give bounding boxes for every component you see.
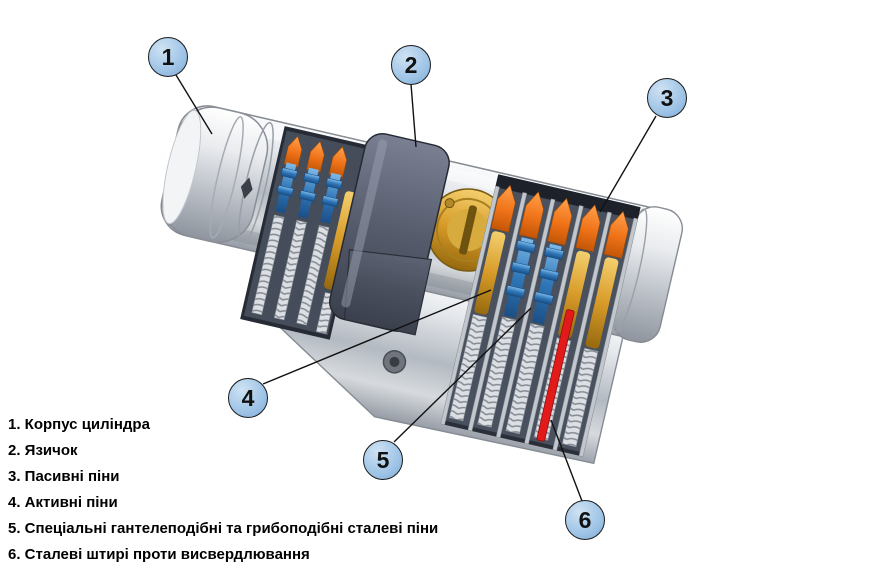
anti-drill-pin (536, 309, 575, 442)
legend-item-1: 1. Корпус циліндра (8, 416, 150, 433)
callout-2: 2 (391, 45, 431, 85)
callout-4: 4 (228, 378, 268, 418)
leader-line-2 (410, 83, 417, 148)
left-springs (251, 214, 336, 335)
leader-line-6 (550, 419, 583, 502)
legend-item-6: 6. Сталеві штирі проти висвердлювання (8, 546, 310, 563)
cam-tongue (329, 132, 450, 336)
leader-line-4 (262, 289, 492, 385)
keyway-mark (240, 177, 253, 199)
leader-lines (175, 74, 657, 502)
legend-item-2: 2. Язичок (8, 442, 78, 459)
legend-item-5: 5. Спеціальні гантелеподібні та грибопод… (8, 520, 439, 537)
legend-item-4: 4. Активні піни (8, 494, 118, 511)
active-pins-row (474, 231, 619, 349)
leader-line-3 (599, 115, 657, 213)
right-pin-chambers (440, 174, 641, 457)
keyway-slot (459, 205, 477, 255)
legend-item-3: 3. Пасивні піни (8, 468, 120, 485)
left-passive-pins (283, 135, 347, 178)
callout-3: 3 (647, 78, 687, 118)
cylinder-knob (161, 106, 274, 247)
leader-line-5 (393, 307, 532, 443)
callout-5: 5 (363, 440, 403, 480)
passive-pins-row (490, 184, 629, 259)
cylinder-assembly (160, 105, 683, 465)
chamber-walls (440, 185, 639, 457)
callout-1: 1 (148, 37, 188, 77)
leader-line-1 (175, 74, 213, 135)
legend: 1. Корпус циліндра 2. Язичок 3. Пасивні … (8, 412, 438, 568)
callout-6: 6 (565, 500, 605, 540)
